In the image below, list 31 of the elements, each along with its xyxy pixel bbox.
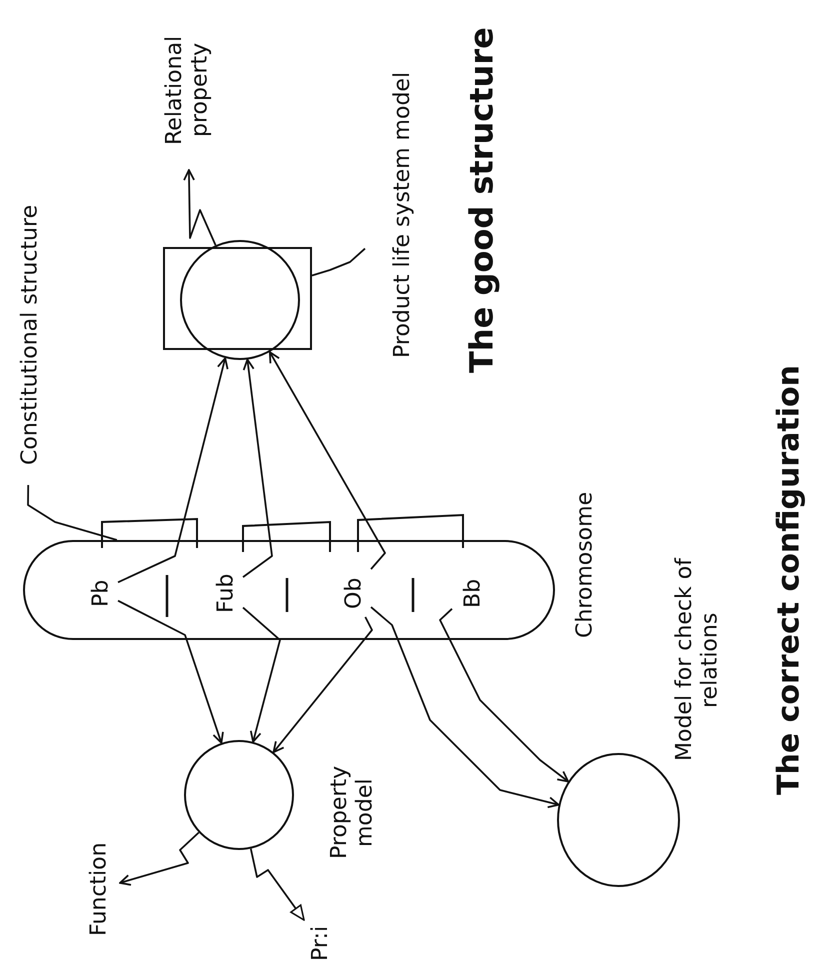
arrow <box>439 608 570 782</box>
text-label: Product life system model <box>365 60 440 370</box>
arrow <box>370 606 560 808</box>
arrow <box>183 169 216 246</box>
segment-label: Bb <box>454 567 492 619</box>
arrow <box>268 351 386 570</box>
caption-text: Property model <box>326 764 378 862</box>
arrow <box>119 832 200 886</box>
chromosome-capsule <box>23 540 555 640</box>
text-label: Pr:i <box>293 920 348 966</box>
caption-text: Model for check of relations <box>671 557 724 764</box>
leader-line <box>27 485 118 541</box>
arrow <box>242 358 273 578</box>
arrow <box>242 606 281 743</box>
heading-text: The good structure <box>462 26 502 375</box>
arrow <box>272 616 373 754</box>
arrow <box>118 357 228 584</box>
caption-text: Chromosome <box>571 490 598 640</box>
leader-line <box>312 248 366 276</box>
text-label: Constitutional structure <box>8 185 52 485</box>
arrow <box>118 600 224 744</box>
segment-label: Fub <box>207 567 245 619</box>
arrow <box>250 848 305 921</box>
rectangle-shape <box>163 247 312 350</box>
circle-shape <box>180 240 300 360</box>
text-label: Relational property <box>140 10 235 170</box>
segment-label: Pb <box>82 567 120 619</box>
heading-text: The correct configuration <box>770 364 808 797</box>
text-label: Function <box>78 828 120 950</box>
circle-shape <box>184 740 294 850</box>
segment-label: Ob <box>335 567 373 619</box>
